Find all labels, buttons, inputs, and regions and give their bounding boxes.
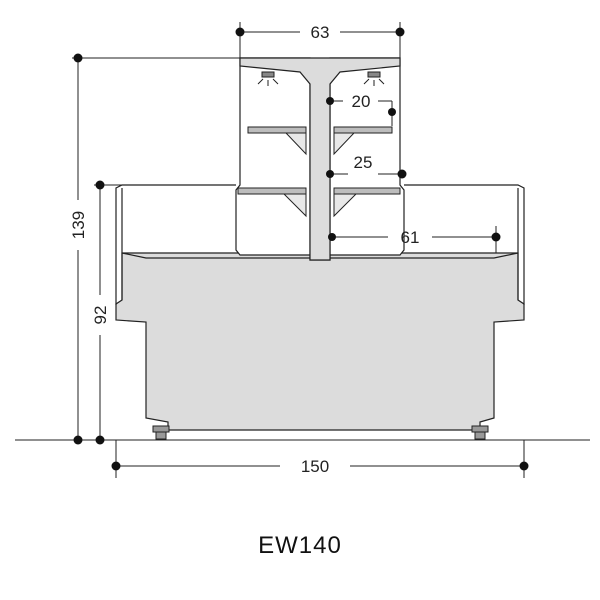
- dim-counter-height: 92: [91, 306, 110, 325]
- upper-cabinet: [235, 57, 405, 256]
- dim-total-width: 150: [301, 457, 329, 476]
- counter-frame: [115, 184, 525, 305]
- dim-top-width: 63: [311, 23, 330, 42]
- foot-left: [152, 425, 170, 440]
- dim-shelf-gap-top: 20: [352, 92, 371, 111]
- lamp-right-icon: [363, 71, 385, 86]
- center-column: [239, 57, 401, 261]
- shelves: [237, 126, 401, 218]
- model-label: EW140: [258, 532, 342, 559]
- dim-shelf-gap-mid: 25: [354, 153, 373, 172]
- dimension-dots: [73, 27, 529, 471]
- dim-total-height: 139: [69, 211, 88, 239]
- dim-counter-depth: 61: [401, 228, 420, 247]
- foot-right: [471, 425, 489, 440]
- lamp-left-icon: [257, 71, 279, 86]
- counter-body: [115, 252, 525, 431]
